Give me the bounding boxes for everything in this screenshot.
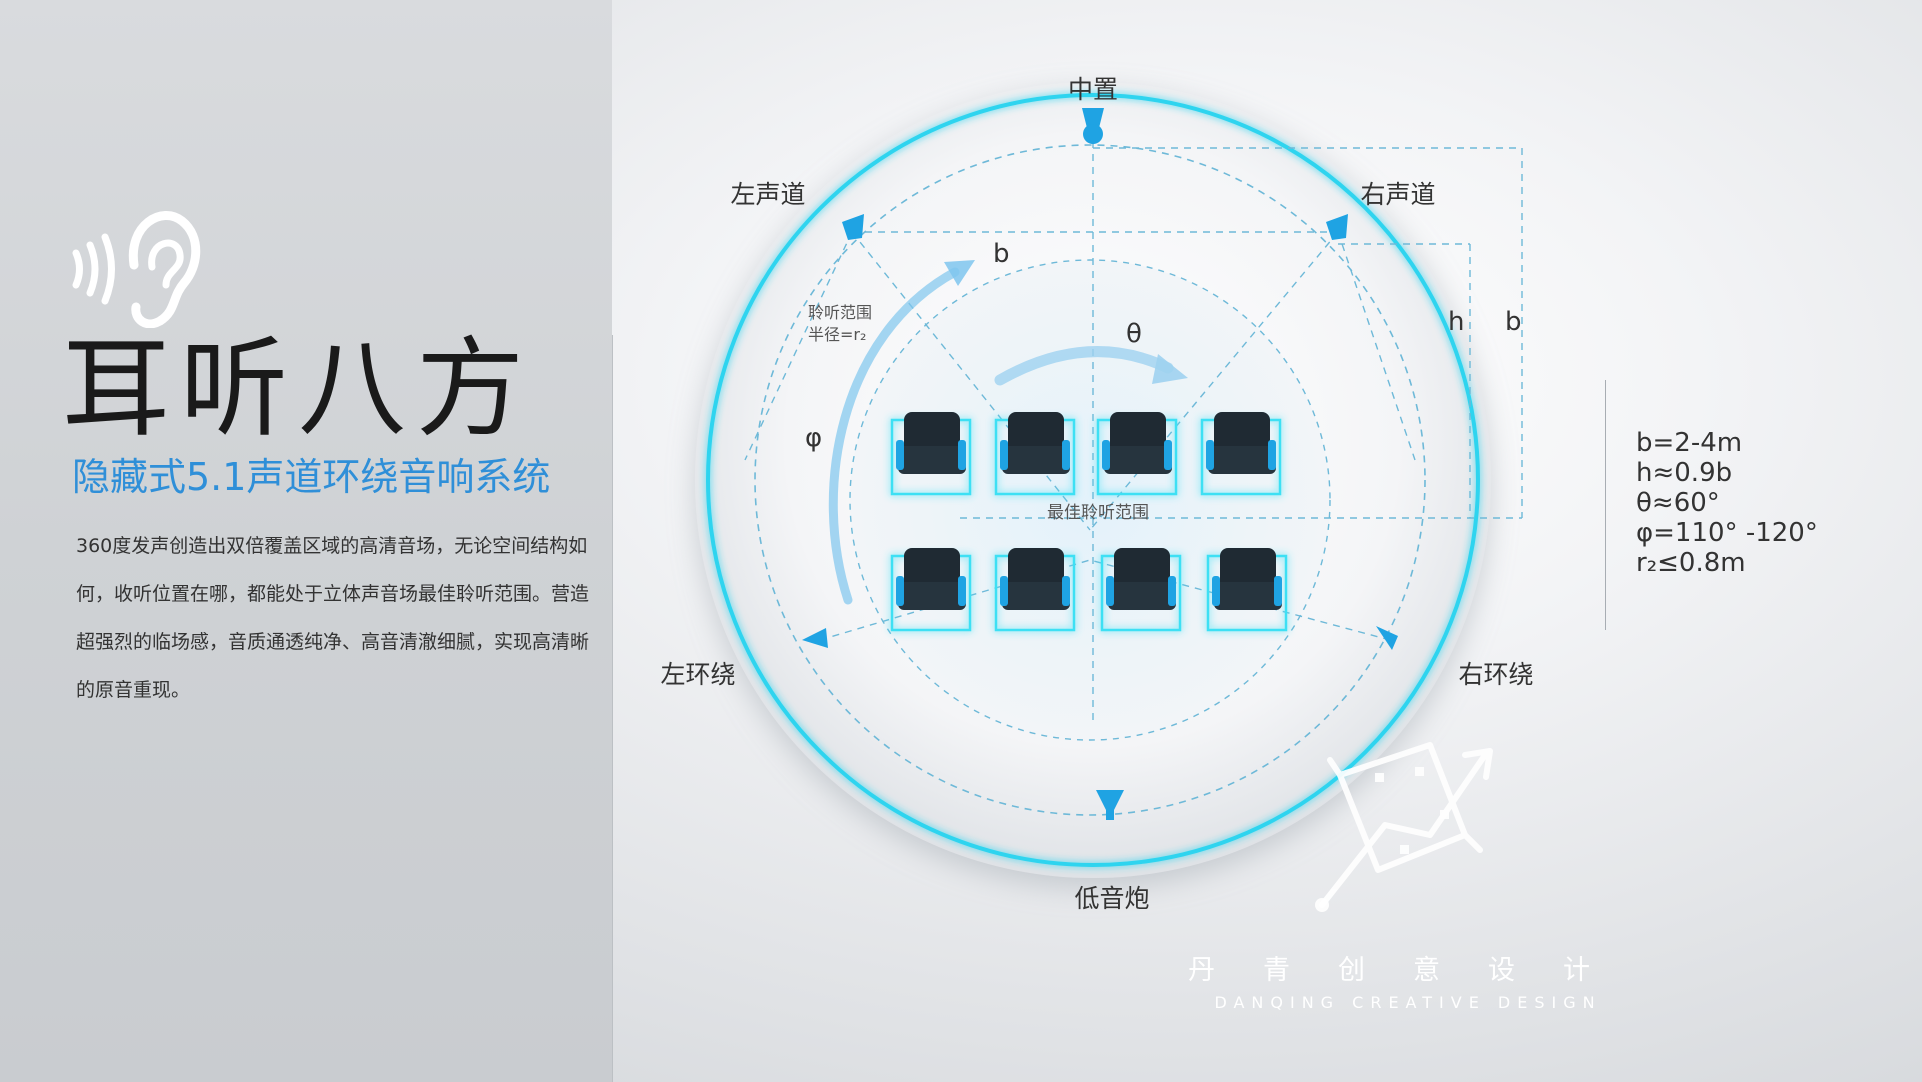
seat — [994, 412, 1076, 496]
company-name-cn: 丹青创意设计 — [1188, 955, 1638, 986]
listening-zone — [850, 260, 1330, 740]
speaker-right-surround-icon — [1376, 626, 1398, 650]
page-title: 耳听八方 — [62, 327, 535, 452]
param-b: b=2-4m — [1636, 428, 1743, 458]
seat — [1206, 548, 1288, 632]
label-theta: θ — [1126, 319, 1142, 349]
label-left-channel: 左声道 — [730, 180, 805, 209]
label-subwoofer: 低音炮 — [1074, 884, 1149, 913]
speaker-left-surround-icon — [802, 628, 828, 648]
outer-ring — [706, 93, 1480, 867]
seat — [1096, 412, 1178, 496]
dashed-circle-inner — [849, 259, 1331, 741]
company-name-en: DANQING CREATIVE DESIGN — [1214, 993, 1602, 1012]
vertical-divider — [612, 335, 613, 1082]
param-phi: φ=110° -120° — [1636, 518, 1818, 548]
param-r2: r₂≤0.8m — [1636, 548, 1746, 578]
phi-arrow — [828, 267, 960, 605]
param-h: h≈0.9b — [1636, 458, 1733, 488]
speaker-right-icon — [1326, 214, 1348, 240]
label-phi: φ — [805, 423, 822, 453]
label-h-right: h — [1448, 307, 1464, 337]
label-left-surround: 左环绕 — [660, 660, 735, 689]
label-listening-range-1: 聆听范围 — [808, 303, 872, 322]
label-b-top: b — [993, 239, 1010, 269]
speaker-left-icon — [842, 214, 864, 240]
ear-sound-icon — [72, 211, 201, 328]
label-center: 中置 — [1068, 75, 1118, 104]
phi-arrow-head — [944, 260, 975, 286]
label-b-right: b — [1505, 307, 1522, 337]
param-theta: θ≈60° — [1636, 488, 1720, 518]
parameter-list: b=2-4m h≈0.9b θ≈60° φ=110° -120° r₂≤0.8m — [1636, 428, 1876, 578]
label-listening-range-2: 半径=r₂ — [808, 325, 866, 344]
params-divider — [1605, 380, 1606, 630]
theta-arrow — [994, 346, 1174, 386]
dashed-circle-outer — [754, 144, 1426, 816]
seat — [994, 548, 1076, 632]
left-panel — [0, 0, 612, 1082]
seat — [1100, 548, 1182, 632]
page-subtitle: 隐藏式5.1声道环绕音响系统 — [72, 455, 551, 499]
label-right-channel: 右声道 — [1360, 180, 1435, 209]
label-right-surround: 右环绕 — [1458, 660, 1533, 689]
theta-arrow-head — [1152, 354, 1188, 384]
seat — [890, 412, 972, 496]
speaker-center-icon — [1082, 108, 1104, 144]
seat-row-back — [890, 548, 1288, 632]
speaker-subwoofer-icon — [1096, 790, 1124, 820]
seat — [890, 548, 972, 632]
seat-row-front — [890, 412, 1282, 496]
label-best-range: 最佳聆听范围 — [1047, 503, 1149, 523]
company-logo-icon — [1315, 742, 1493, 912]
description-text: 360度发声创造出双倍覆盖区域的高清音场，无论空间结构如何，收听位置在哪，都能处… — [76, 535, 590, 701]
seat — [1200, 412, 1282, 496]
